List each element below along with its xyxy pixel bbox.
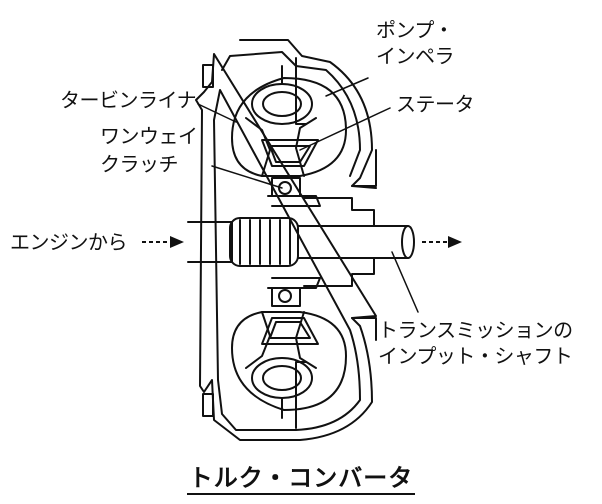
lower-pump-blade <box>295 311 317 369</box>
lower-stator-inner <box>269 321 311 339</box>
housing-inner-wall <box>213 51 361 431</box>
lower-blade <box>281 361 307 429</box>
label-transmission-input-shaft-line1: トランスミッションの <box>378 318 573 342</box>
output-arrow <box>422 236 462 248</box>
label-pump-impeller-line2: インペラ <box>376 44 455 68</box>
upper-torus <box>231 77 347 177</box>
upper-blade <box>281 57 307 125</box>
upper-core-ring-inner <box>262 91 302 117</box>
splined-hub <box>229 217 299 267</box>
label-stator: ステータ <box>396 92 475 116</box>
housing-lug-top <box>202 64 214 88</box>
input-shaft-end <box>401 225 415 259</box>
figure-caption-text: トルク・コンバータ <box>186 464 416 495</box>
leader-pump-impeller <box>325 77 369 97</box>
input-shaft <box>297 225 409 259</box>
label-one-way-clutch-line2: クラッチ <box>100 152 179 176</box>
leader-turbine-liner <box>197 103 237 123</box>
figure-caption: トルク・コンバータ <box>0 458 602 495</box>
housing-lug-bottom <box>202 393 214 417</box>
upper-core-ring <box>251 83 313 125</box>
upper-clutch-roller <box>278 181 292 195</box>
stator-support-sleeve <box>303 197 375 287</box>
lower-turbine-blade <box>245 311 271 369</box>
lower-torus <box>231 311 347 411</box>
spline-teeth <box>239 219 291 265</box>
upper-turbine-blade <box>245 117 271 177</box>
lower-core-ring <box>251 357 313 399</box>
engine-hub <box>187 221 233 263</box>
engine-input-arrow <box>142 236 184 248</box>
lower-stator <box>261 317 319 345</box>
label-one-way-clutch-line1: ワンウェイ <box>100 124 198 148</box>
label-turbine-liner: タービンライナ <box>60 88 197 112</box>
converter-housing <box>195 39 377 441</box>
lower-clutch-hub <box>267 277 321 289</box>
label-transmission-input-shaft-line2: インプット・シャフト <box>378 344 573 368</box>
label-pump-impeller-line1: ポンプ・ <box>376 18 454 42</box>
upper-stator-inner <box>269 145 311 163</box>
label-from-engine: エンジンから <box>10 230 128 254</box>
pump-hub-lower <box>351 317 377 341</box>
upper-clutch-hub <box>267 195 321 207</box>
leader-input-shaft <box>391 251 419 313</box>
lower-core-ring-inner <box>262 365 302 391</box>
leader-one-way-clutch <box>211 165 283 189</box>
leader-stator <box>299 107 391 151</box>
pump-hub-upper <box>351 149 377 187</box>
upper-stator <box>261 139 319 167</box>
lower-clutch-roller <box>278 289 292 303</box>
